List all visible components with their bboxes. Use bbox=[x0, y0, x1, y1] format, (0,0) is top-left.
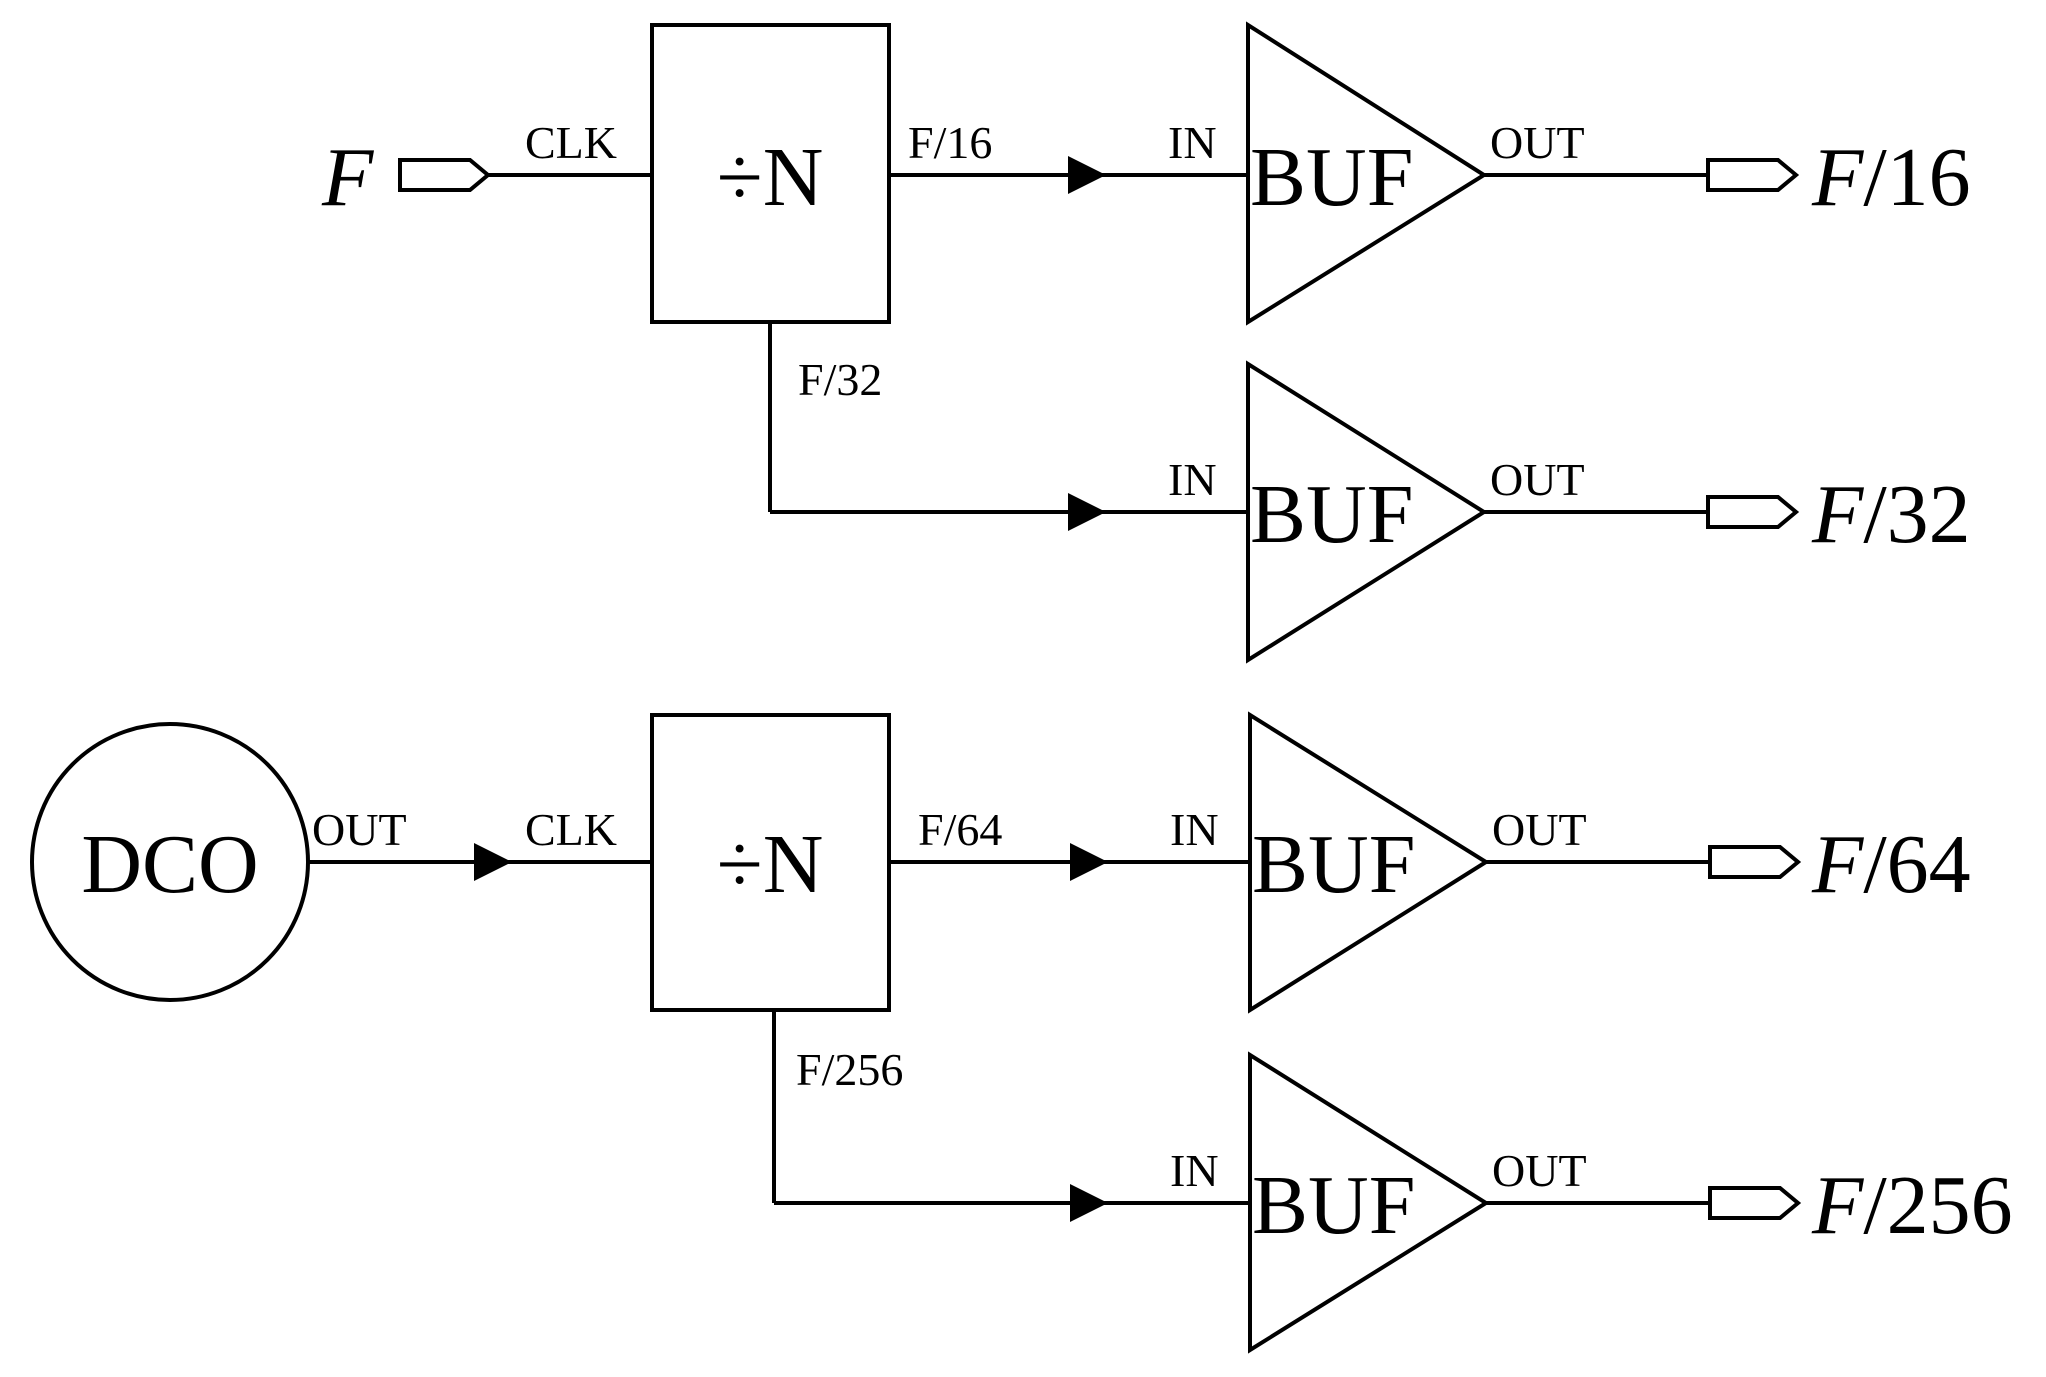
bottom-buffer-1-in-pin: IN bbox=[1170, 804, 1219, 855]
bottom-buffer-1-triangle bbox=[1248, 711, 1490, 1014]
top-buffer-2-output-port bbox=[1706, 495, 1800, 529]
bottom-buffer-1-output-port bbox=[1708, 845, 1802, 879]
bottom-buffer-2-triangle bbox=[1248, 1051, 1490, 1354]
dco-out-pin: OUT bbox=[312, 804, 407, 855]
bottom-clk-pin-label: CLK bbox=[525, 804, 617, 855]
bottom-buffer-1-name: BUF bbox=[1252, 818, 1415, 911]
bottom-buffer-2-in-pin: IN bbox=[1170, 1145, 1219, 1196]
bottom-f256-label: F/256 bbox=[796, 1044, 903, 1095]
bottom-buffer-2-output-port bbox=[1708, 1186, 1802, 1220]
top-divider-symbol: ÷N bbox=[717, 131, 824, 224]
top-buffer-1-out-pin: OUT bbox=[1490, 117, 1585, 168]
top-input-port bbox=[398, 158, 492, 192]
top-buffer-2-output-label: F/32 bbox=[1811, 468, 1971, 561]
bottom-buffer-2-name: BUF bbox=[1252, 1159, 1415, 1252]
top-buffer-2-name: BUF bbox=[1250, 468, 1413, 561]
top-buffer-1-in-pin: IN bbox=[1168, 117, 1217, 168]
bottom-f64-label: F/64 bbox=[918, 804, 1002, 855]
top-clk-pin-label: CLK bbox=[525, 117, 617, 168]
top-buffer-1-output-port bbox=[1706, 158, 1800, 192]
top-buffer-1-triangle bbox=[1246, 21, 1488, 326]
top-f32-arrow bbox=[1068, 493, 1106, 531]
top-buffer-2-in-pin: IN bbox=[1168, 454, 1217, 505]
bottom-section: DCO OUT CLK ÷N F/64 F/256 IN BUF OUT F/6… bbox=[30, 711, 2013, 1354]
bottom-f64-arrow bbox=[1070, 843, 1108, 881]
bottom-f256-arrow bbox=[1070, 1184, 1108, 1222]
top-f16-label: F/16 bbox=[908, 117, 992, 168]
top-buffer-1-output-label: F/16 bbox=[1811, 131, 1971, 224]
dco-label: DCO bbox=[81, 818, 258, 911]
bottom-buffer-1: IN BUF OUT F/64 bbox=[1170, 711, 1971, 1014]
bottom-buffer-2-output-label: F/256 bbox=[1811, 1159, 2013, 1252]
dco-out-arrow bbox=[474, 843, 512, 881]
bottom-buffer-1-output-label: F/64 bbox=[1811, 818, 1971, 911]
top-section: F CLK ÷N F/16 F/32 IN BUF OUT F/16 IN bbox=[321, 21, 1971, 664]
bottom-buffer-1-out-pin: OUT bbox=[1492, 804, 1587, 855]
top-f32-label: F/32 bbox=[798, 354, 882, 405]
bottom-buffer-2-out-pin: OUT bbox=[1492, 1145, 1587, 1196]
top-buffer-1: IN BUF OUT F/16 bbox=[1168, 21, 1971, 326]
top-buffer-2: IN BUF OUT F/32 bbox=[1168, 360, 1971, 664]
top-f16-arrow bbox=[1068, 156, 1106, 194]
top-buffer-2-triangle bbox=[1246, 360, 1488, 664]
top-buffer-2-out-pin: OUT bbox=[1490, 454, 1585, 505]
top-buffer-1-name: BUF bbox=[1250, 131, 1413, 224]
top-input-label: F bbox=[321, 131, 375, 224]
bottom-buffer-2: IN BUF OUT F/256 bbox=[1170, 1051, 2013, 1354]
bottom-divider-symbol: ÷N bbox=[717, 818, 824, 911]
